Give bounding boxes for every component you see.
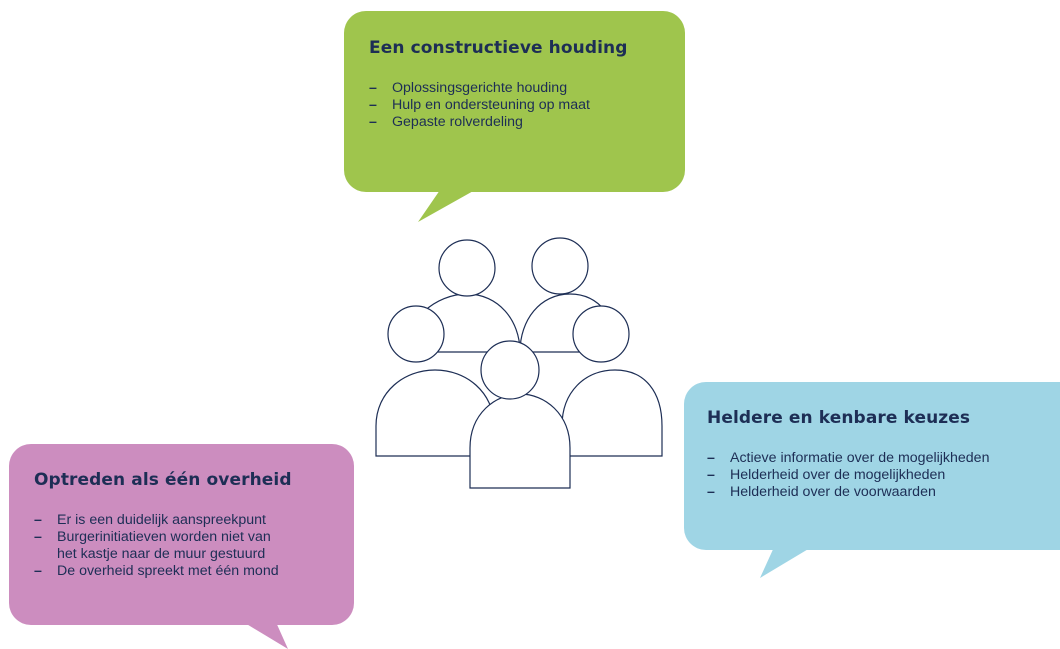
list-item: –Helderheid over de mogelijkheden [707, 467, 946, 483]
person-icon [387, 305, 445, 363]
person-icon [572, 305, 630, 363]
person-icon [438, 239, 496, 297]
list-item: –Hulp en ondersteuning op maat [369, 97, 590, 113]
bubble-left-body: Optreden als één overheid –Er is een dui… [9, 444, 354, 625]
list-item: –Oplossingsgerichte houding [369, 80, 568, 96]
bubble-top-body: Een constructieve houding –Oplossingsger… [344, 11, 685, 192]
bubble-top-list: –Oplossingsgerichte houding –Hulp en ond… [369, 80, 685, 131]
bubble-right-title: Heldere en kenbare keuzes [707, 408, 971, 428]
person-icon [469, 393, 571, 489]
person-icon [531, 237, 589, 295]
bubble-left-title: Optreden als één overheid [34, 470, 292, 490]
list-item: –Burgerinitiatieven worden niet van [34, 529, 271, 545]
list-item: –De overheid spreekt met één mond [34, 563, 279, 579]
bubble-right-body: Heldere en kenbare keuzes –Actieve infor… [684, 382, 1060, 550]
bubble-right-list: –Actieve informatie over de mogelijkhede… [707, 450, 1060, 501]
list-item: –Er is een duidelijk aanspreekpunt [34, 512, 267, 528]
list-item: –Actieve informatie over de mogelijkhede… [707, 450, 990, 466]
bubble-top-title: Een constructieve houding [369, 38, 628, 58]
list-item: het kastje naar de muur gestuurd [57, 546, 266, 562]
people-group-icon [375, 237, 663, 489]
person-icon [480, 340, 540, 400]
list-item: –Gepaste rolverdeling [369, 114, 523, 130]
person-icon [561, 369, 663, 457]
bubble-left-list: –Er is een duidelijk aanspreekpunt –Burg… [34, 512, 354, 580]
list-item: –Helderheid over de voorwaarden [707, 484, 936, 500]
